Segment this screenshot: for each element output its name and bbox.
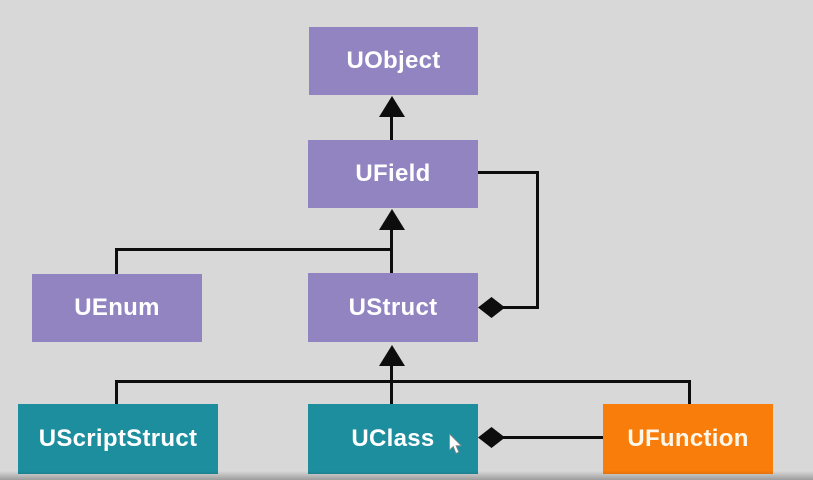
arrowhead-uclass-to-ustruct [379,345,405,366]
node-uobject-label: UObject [346,47,441,74]
edge-ufunction-branch-vline [688,380,691,405]
edge-uenum-branch-hline [115,248,393,251]
node-ufunction: UFunction [603,404,773,474]
edge-bottom-branch-hline [115,380,691,383]
edge-ufield-uobject-vline [390,115,393,141]
edge-ufield-composition-vline [536,171,539,309]
mouse-cursor-icon [449,433,463,454]
diamond-uclass-composition [478,427,505,448]
edge-uclass-ufunction-hline [500,436,603,439]
node-uclass-label: UClass [351,425,435,452]
arrowhead-ustruct-to-ufield [379,209,405,230]
edge-ufield-composition-top-hline [478,171,539,174]
node-uscriptstruct-label: UScriptStruct [38,425,198,452]
node-uenum-label: UEnum [74,294,160,321]
diamond-ustruct-composition [478,297,505,318]
node-ufield: UField [308,140,478,208]
edge-ustruct-ufield-vline [390,228,393,274]
edge-uscriptstruct-branch-vline [115,380,118,405]
edge-uclass-ustruct-vline [390,364,393,405]
edge-ufield-composition-bottom-hline [500,306,539,309]
node-ustruct: UStruct [308,273,478,342]
node-uenum: UEnum [32,274,202,342]
node-ufunction-label: UFunction [627,425,749,452]
node-uscriptstruct: UScriptStruct [18,404,218,474]
arrowhead-ufield-to-uobject [379,96,405,117]
edge-uenum-branch-vline [115,248,118,275]
node-ustruct-label: UStruct [348,293,438,321]
node-ufield-label: UField [355,160,431,187]
node-uobject: UObject [309,27,478,95]
